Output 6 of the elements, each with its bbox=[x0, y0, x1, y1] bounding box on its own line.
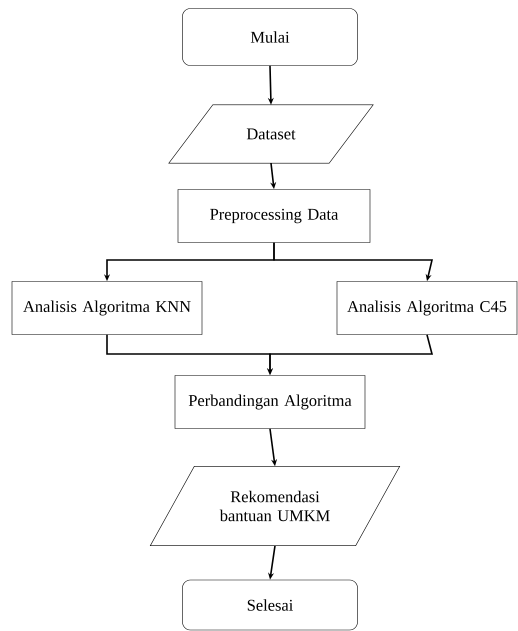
terminal-box: Selesai bbox=[182, 580, 358, 630]
process-box: Preprocessing Data bbox=[178, 189, 370, 243]
process-box: Analisis Algoritma KNN bbox=[12, 281, 202, 335]
terminal-box: Mulai bbox=[182, 8, 358, 66]
process-box: Perbandingan Algoritma bbox=[174, 375, 366, 429]
process-box: Analisis Algoritma C45 bbox=[336, 281, 518, 335]
